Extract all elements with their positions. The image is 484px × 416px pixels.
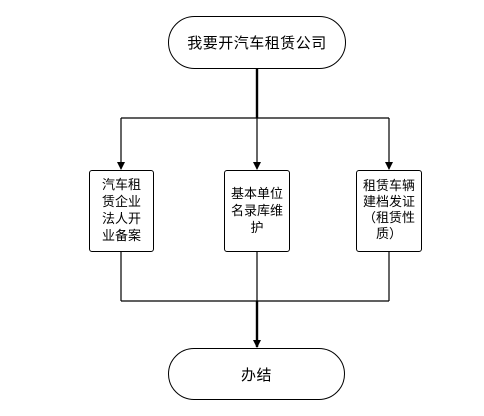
process-step-2-label: 基本单位名录库维护 (231, 186, 284, 236)
end-node-label: 办结 (240, 365, 272, 384)
start-node-label: 我要开汽车租赁公司 (187, 34, 327, 52)
process-step-1-label: 汽车租赁企业法人开业备案 (101, 178, 141, 244)
process-step-3: 租赁车辆建档发证（租赁性质） (356, 170, 422, 252)
process-step-2: 基本单位名录库维护 (224, 170, 290, 252)
process-step-3-label: 租赁车辆建档发证（租赁性质） (363, 179, 416, 242)
end-node: 办结 (168, 348, 345, 400)
process-step-1: 汽车租赁企业法人开业备案 (89, 170, 154, 252)
start-node: 我要开汽车租赁公司 (168, 16, 346, 69)
